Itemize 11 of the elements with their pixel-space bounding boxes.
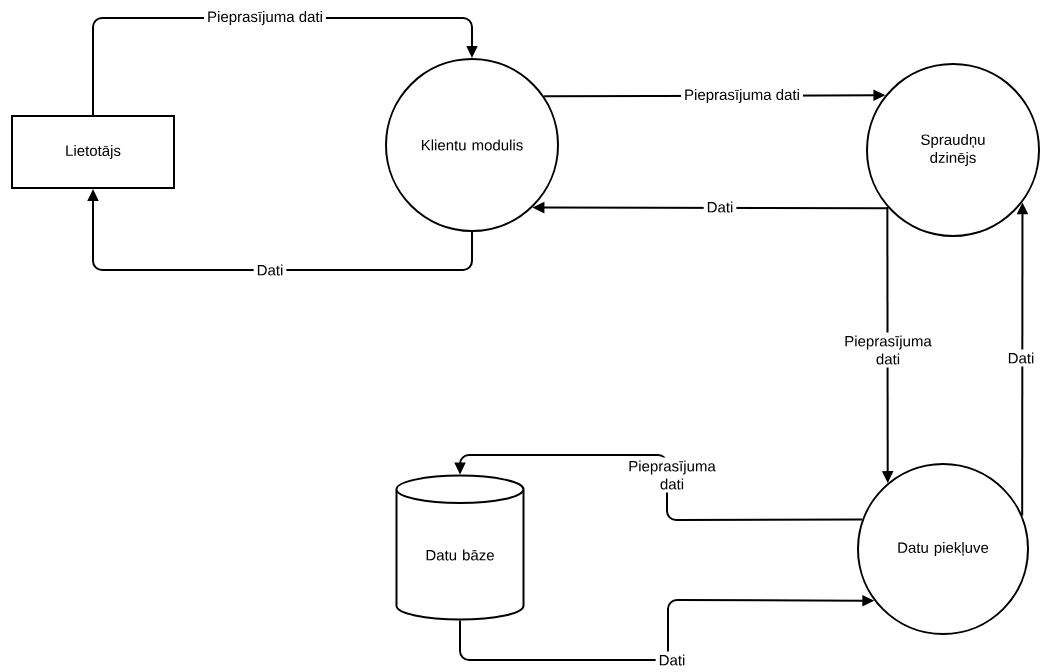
- edge-label: Dati: [703, 198, 737, 216]
- database-cylinder: Datu bāze: [395, 474, 525, 621]
- edge-label: Pieprasījuma dati: [835, 332, 941, 368]
- edge-label: Dati: [1004, 349, 1038, 367]
- entity-box: Lietotājs: [11, 115, 175, 189]
- arrow: [454, 454, 864, 521]
- edge-label: Dati: [253, 261, 287, 279]
- edge-label: Pieprasījuma dati: [619, 457, 725, 493]
- edge-label: Dati: [655, 651, 689, 669]
- edge-label: Pieprasījuma dati: [681, 86, 803, 106]
- edge-label: Pieprasījuma dati: [204, 8, 326, 28]
